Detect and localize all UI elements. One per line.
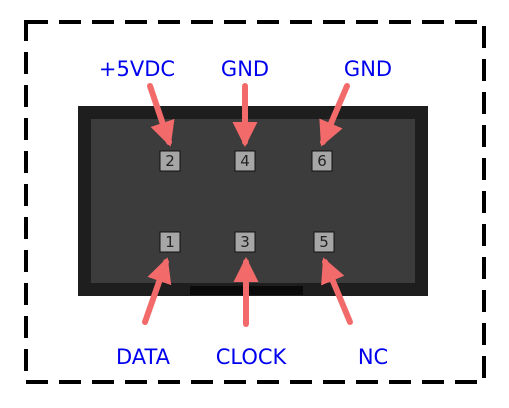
pin-pad — [159, 150, 181, 172]
pin-2: 2 — [159, 150, 181, 172]
pin-pad — [313, 231, 335, 253]
pin-pad — [234, 150, 256, 172]
pin-number: 5 — [319, 233, 329, 251]
signal-label-pin-1: DATA — [116, 345, 171, 369]
dashed-border — [24, 20, 486, 384]
pin-6: 6 — [311, 150, 333, 172]
pin-number: 6 — [317, 152, 327, 170]
pin-pad — [159, 231, 181, 253]
top-pin-row: 2 4 6 — [159, 150, 333, 172]
pin-number: 2 — [165, 152, 175, 170]
pin-number: 3 — [240, 233, 250, 251]
pin-pad — [234, 231, 256, 253]
signal-label-pin-4: GND — [221, 57, 269, 81]
signal-label-pin-2: +5VDC — [99, 57, 175, 81]
bottom-pin-row: 1 3 5 — [159, 231, 335, 253]
bottom-arrows — [142, 256, 353, 327]
bottom-signal-labels: DATA CLOCK NC — [116, 345, 388, 369]
pin-pad — [311, 150, 333, 172]
pin-number: 4 — [240, 152, 250, 170]
top-arrows — [147, 83, 350, 148]
connector-inner-face — [91, 119, 415, 283]
arrow-pin-5 — [321, 257, 353, 325]
pin-1: 1 — [159, 231, 181, 253]
signal-label-pin-3: CLOCK — [216, 345, 288, 369]
pin-3: 3 — [234, 231, 256, 253]
arrow-pin-6 — [319, 83, 350, 147]
arrow-pin-2 — [147, 83, 175, 147]
signal-label-pin-6: GND — [344, 57, 392, 81]
top-signal-labels: +5VDC GND GND — [99, 57, 392, 81]
pin-5: 5 — [313, 231, 335, 253]
signal-label-pin-5: NC — [358, 345, 388, 369]
pin-4: 4 — [234, 150, 256, 172]
pin-number: 1 — [165, 233, 175, 251]
arrow-pin-1 — [142, 257, 172, 325]
